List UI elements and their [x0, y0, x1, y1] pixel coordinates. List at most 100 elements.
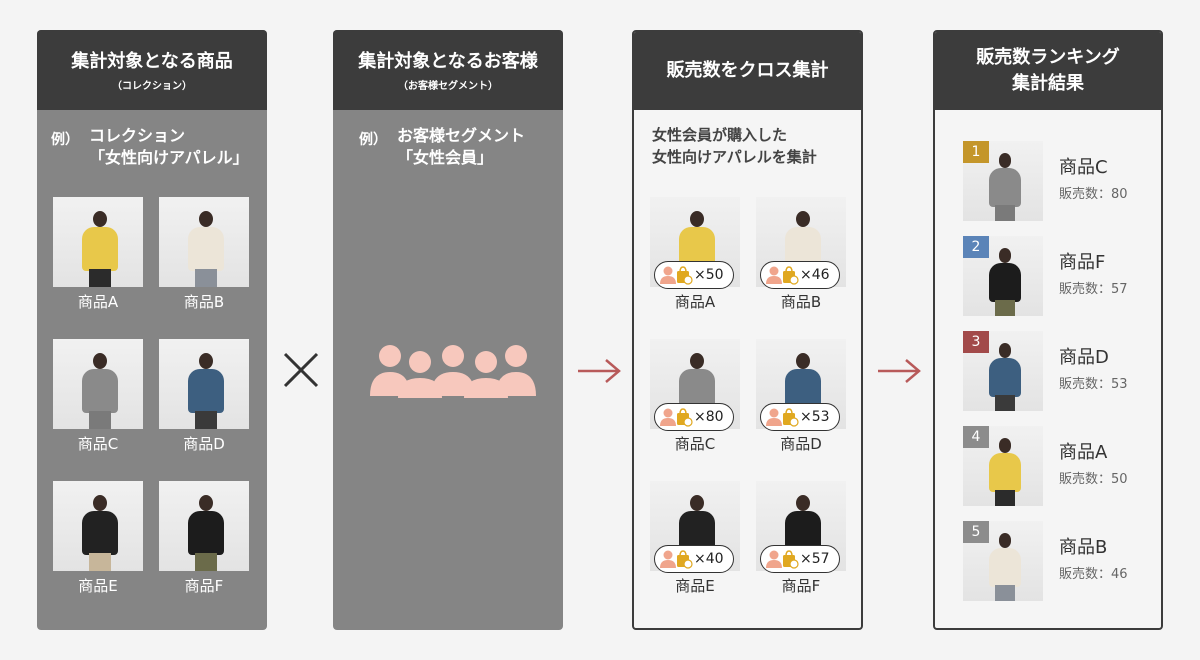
product-label: 商品F [781, 577, 821, 595]
arrow-right-icon [578, 359, 621, 383]
product-collection-panel: 集計対象となる商品 （コレクション） 例） コレクション 「女性向けアパレル」 … [37, 30, 267, 630]
purchase-count: ×57 [800, 551, 830, 567]
multiply-icon [283, 352, 319, 388]
ranked-product-name: 商品C [1059, 157, 1108, 178]
purchase-count: ×53 [800, 409, 830, 425]
rank-number-badge: 2 [963, 236, 989, 258]
cross-product-item: ×80 商品C [650, 339, 742, 454]
product-photo [53, 197, 143, 287]
product-photo [53, 339, 143, 429]
arrow-right-icon [878, 359, 921, 383]
ranked-sales-count: 販売数：50 [1059, 472, 1128, 487]
rank-number-badge: 3 [963, 331, 989, 353]
people-group-icon [370, 345, 536, 398]
product-photo: ×80 [650, 339, 740, 431]
ranked-sales-count: 販売数：57 [1059, 282, 1128, 297]
customer-segment-panel: 集計対象となるお客様 （お客様セグメント） 例） お客様セグメント 「女性会員」 [333, 30, 563, 630]
example-label: 例） [51, 132, 79, 148]
product-item: 商品A [53, 197, 145, 312]
member-bag-icon [766, 408, 799, 427]
panel-header: 集計対象となる商品 （コレクション） [37, 30, 267, 110]
purchase-count: ×80 [694, 409, 724, 425]
example-line2: 「女性向けアパレル」 [89, 148, 249, 167]
ranked-product-name: 商品A [1059, 442, 1108, 463]
product-photo [53, 481, 143, 571]
product-item: 商品E [53, 481, 145, 596]
cross-aggregation-panel: 販売数をクロス集計 女性会員が購入した 女性向けアパレルを集計 ×50 商品A ×4… [632, 30, 863, 630]
panel-title-line1: 販売数ランキング [976, 47, 1120, 68]
ranking-row: 1 商品C 販売数：80 [963, 141, 1143, 221]
purchase-count-badge: ×50 [654, 261, 734, 289]
product-label: 商品E [675, 577, 715, 595]
member-bag-icon [660, 408, 693, 427]
panel-title: 集計対象となる商品 [71, 50, 233, 72]
product-label: 商品C [77, 435, 119, 453]
product-photo: ×40 [650, 481, 740, 573]
product-photo: ×46 [756, 197, 846, 289]
cross-product-item: ×46 商品B [756, 197, 848, 312]
product-label: 商品D [780, 435, 822, 453]
product-label: 商品C [674, 435, 716, 453]
panel-header: 集計対象となるお客様 （お客様セグメント） [333, 30, 563, 110]
purchase-count-badge: ×53 [760, 403, 840, 431]
cross-product-item: ×57 商品F [756, 481, 848, 596]
product-label: 商品D [183, 435, 225, 453]
product-item: 商品F [159, 481, 251, 596]
ranked-product-name: 商品F [1059, 252, 1106, 273]
purchase-count-badge: ×46 [760, 261, 840, 289]
ranking-row: 2 商品F 販売数：57 [963, 236, 1143, 316]
product-item: 商品D [159, 339, 251, 454]
product-label: 商品A [674, 293, 716, 311]
rank-number-badge: 1 [963, 141, 989, 163]
cross-product-item: ×50 商品A [650, 197, 742, 312]
member-bag-icon [660, 550, 693, 569]
product-label: 商品E [78, 577, 118, 595]
panel-subtitle: （コレクション） [112, 80, 192, 92]
product-photo: ×53 [756, 339, 846, 431]
cross-product-item: ×40 商品E [650, 481, 742, 596]
ranked-sales-count: 販売数：46 [1059, 567, 1128, 582]
purchase-count: ×40 [694, 551, 724, 567]
product-photo: ×50 [650, 197, 740, 289]
product-label: 商品B [183, 293, 225, 311]
product-item: 商品B [159, 197, 251, 312]
purchase-count-badge: ×80 [654, 403, 734, 431]
member-bag-icon [766, 550, 799, 569]
panel-title: 販売数をクロス集計 [666, 60, 829, 81]
panel-title: 集計対象となるお客様 [358, 50, 538, 72]
purchase-count: ×50 [694, 267, 724, 283]
ranking-row: 4 商品A 販売数：50 [963, 426, 1143, 506]
ranked-product-name: 商品B [1059, 537, 1108, 558]
panel-header: 販売数ランキング 集計結果 [935, 32, 1161, 110]
cross-product-item: ×53 商品D [756, 339, 848, 454]
purchase-count: ×46 [800, 267, 830, 283]
ranked-product-name: 商品D [1059, 347, 1109, 368]
ranked-sales-count: 販売数：80 [1059, 187, 1128, 202]
panel-subtitle: （お客様セグメント） [398, 80, 498, 92]
desc-line2: 女性向けアパレルを集計 [652, 148, 817, 166]
ranking-row: 3 商品D 販売数：53 [963, 331, 1143, 411]
rank-number-badge: 5 [963, 521, 989, 543]
product-label: 商品F [184, 577, 224, 595]
product-photo: ×57 [756, 481, 846, 573]
example-line1: お客様セグメント [397, 126, 526, 145]
example-label: 例） [359, 132, 387, 148]
purchase-count-badge: ×40 [654, 545, 734, 573]
rank-number-badge: 4 [963, 426, 989, 448]
product-photo [159, 197, 249, 287]
product-label: 商品B [780, 293, 822, 311]
panel-header: 販売数をクロス集計 [634, 32, 861, 110]
purchase-count-badge: ×57 [760, 545, 840, 573]
panel-title-line2: 集計結果 [1012, 73, 1084, 94]
ranking-result-panel: 販売数ランキング 集計結果 1 商品C 販売数：80 2 商品F 販売数：57 3 商品D 販売… [933, 30, 1163, 630]
aggregation-description: 女性会員が購入した 女性向けアパレルを集計 [652, 124, 817, 168]
member-bag-icon [766, 266, 799, 285]
product-photo [159, 481, 249, 571]
ranked-sales-count: 販売数：53 [1059, 377, 1128, 392]
product-item: 商品C [53, 339, 145, 454]
product-photo [159, 339, 249, 429]
product-label: 商品A [77, 293, 119, 311]
member-bag-icon [660, 266, 693, 285]
example-line1: コレクション [89, 126, 186, 145]
ranking-row: 5 商品B 販売数：46 [963, 521, 1143, 601]
